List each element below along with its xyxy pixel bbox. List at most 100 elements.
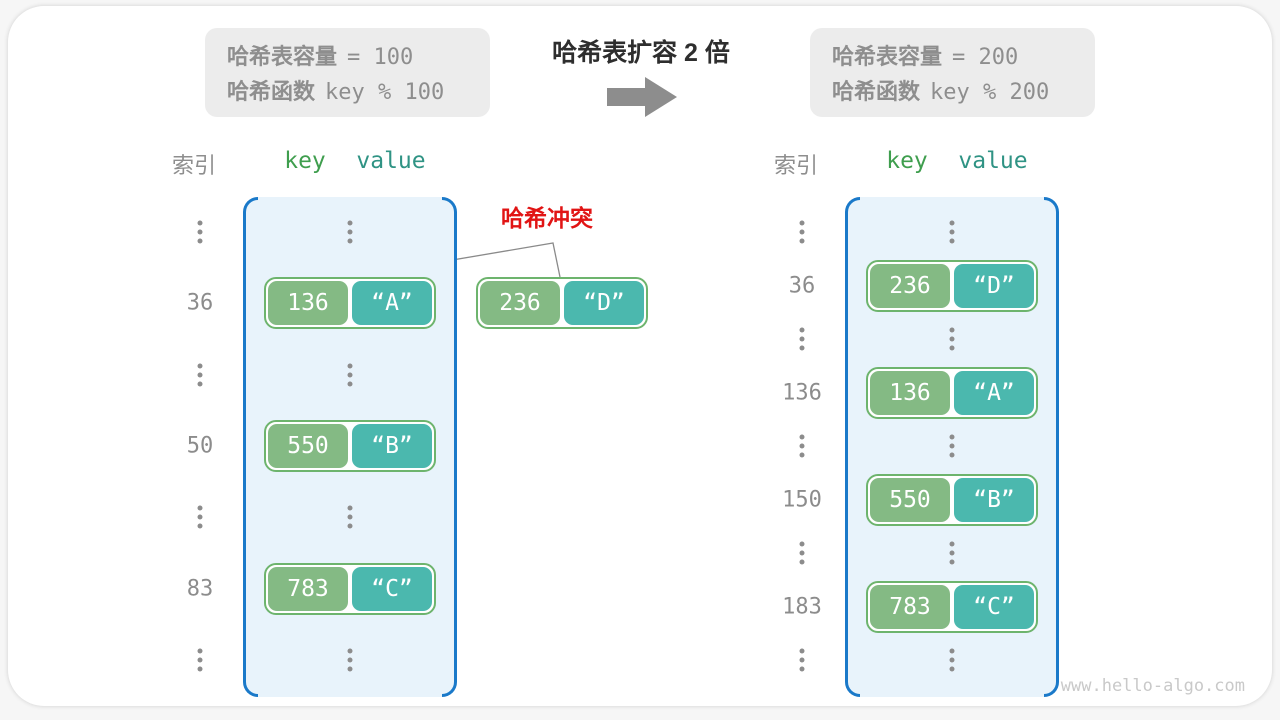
dot [197, 381, 203, 387]
dot [949, 238, 955, 244]
ellipsis-dots-icon [347, 363, 353, 387]
dot [347, 514, 353, 520]
kv-pair: 550“B” [866, 473, 1038, 526]
ellipsis-dots-icon [949, 327, 955, 351]
kv-pair: 236“D” [476, 277, 648, 329]
key-cell: 550 [268, 424, 348, 468]
index-column-header: 索引 [171, 153, 217, 178]
value-cell: “D” [954, 263, 1034, 308]
dot [799, 229, 805, 235]
index-label: 36 [788, 273, 816, 298]
dot [197, 514, 203, 520]
dot [197, 229, 203, 235]
capacity-line: 哈希表容量 = 200 [832, 39, 1095, 71]
hash-function-value: key % 100 [325, 80, 445, 105]
right-arrow-icon [607, 77, 677, 117]
key-cell: 783 [268, 566, 348, 611]
dot [949, 220, 955, 226]
ellipsis-dots-icon [799, 541, 805, 565]
index-label: 83 [186, 576, 214, 602]
dot [799, 238, 805, 244]
watermark: www.hello-algo.com [1060, 676, 1245, 696]
dot [197, 648, 203, 654]
dot [949, 648, 955, 654]
capacity-line: 哈希表容量 = 100 [227, 39, 490, 71]
ellipsis-dots-icon [949, 434, 955, 458]
ellipsis-dots-icon [799, 327, 805, 351]
index-label: 50 [186, 433, 214, 459]
dot [347, 381, 353, 387]
ellipsis-dots-icon [949, 648, 955, 672]
ellipsis-dots-icon [347, 648, 353, 672]
capacity-info-box-left: 哈希表容量 = 100 哈希函数 key % 100 [205, 28, 490, 117]
hash-function-line: 哈希函数 key % 200 [832, 74, 1095, 106]
value-cell: “B” [954, 477, 1034, 522]
dot [197, 657, 203, 663]
key-column-header: key [886, 148, 928, 174]
dot [799, 345, 805, 351]
dot [949, 229, 955, 235]
dot [949, 666, 955, 672]
dot [799, 550, 805, 556]
hash-function-label: 哈希函数 [227, 79, 316, 104]
kv-pair: 236“D” [866, 259, 1038, 312]
dot [799, 443, 805, 449]
value-cell: “C” [954, 584, 1034, 629]
dot [949, 434, 955, 440]
capacity-value: = 100 [347, 45, 414, 70]
ellipsis-dots-icon [799, 434, 805, 458]
dot [799, 559, 805, 565]
kv-pair: 136“A” [264, 277, 436, 330]
dot [799, 452, 805, 458]
key-cell: 783 [870, 584, 950, 629]
dot [197, 238, 203, 244]
ellipsis-dots-icon [799, 648, 805, 672]
kv-pair: 550“B” [264, 420, 436, 472]
dot [347, 666, 353, 672]
capacity-value: = 200 [952, 45, 1019, 70]
dot [799, 336, 805, 342]
dot [347, 238, 353, 244]
dot [799, 657, 805, 663]
dot [949, 443, 955, 449]
column-headers-left: 索引 key value [150, 148, 457, 178]
capacity-label: 哈希表容量 [227, 44, 338, 69]
dot [347, 220, 353, 226]
key-cell: 550 [870, 477, 950, 522]
dot [949, 327, 955, 333]
kv-pair: 136“A” [866, 366, 1038, 419]
dot [197, 372, 203, 378]
ellipsis-dots-icon [197, 505, 203, 529]
dot [197, 505, 203, 511]
index-label: 183 [782, 594, 822, 619]
figure-card: 哈希表容量 = 100 哈希函数 key % 100 哈希表扩容 2 倍 哈希表… [8, 6, 1272, 706]
dot [949, 345, 955, 351]
dot [949, 550, 955, 556]
value-cell: “A” [954, 370, 1034, 415]
dot [799, 220, 805, 226]
hash-collision-label: 哈希冲突 [501, 205, 593, 231]
dot [197, 363, 203, 369]
index-label: 136 [782, 380, 822, 405]
ellipsis-dots-icon [347, 220, 353, 244]
key-cell: 136 [870, 370, 950, 415]
dot [799, 666, 805, 672]
key-cell: 236 [480, 281, 560, 325]
dot [347, 648, 353, 654]
ellipsis-dots-icon [197, 648, 203, 672]
hash-function-label: 哈希函数 [832, 79, 921, 104]
key-cell: 236 [870, 263, 950, 308]
kv-pair: 783“C” [264, 562, 436, 615]
ellipsis-dots-icon [949, 541, 955, 565]
dot [949, 657, 955, 663]
kv-pair: 783“C” [866, 580, 1038, 633]
index-label: 150 [782, 487, 822, 512]
index-column-header: 索引 [773, 153, 819, 178]
capacity-label: 哈希表容量 [832, 44, 943, 69]
value-column-header: value [958, 148, 1028, 174]
key-column-header: key [284, 148, 326, 174]
dot [197, 666, 203, 672]
ellipsis-dots-icon [347, 505, 353, 529]
column-headers-right: 索引 key value [752, 148, 1059, 178]
